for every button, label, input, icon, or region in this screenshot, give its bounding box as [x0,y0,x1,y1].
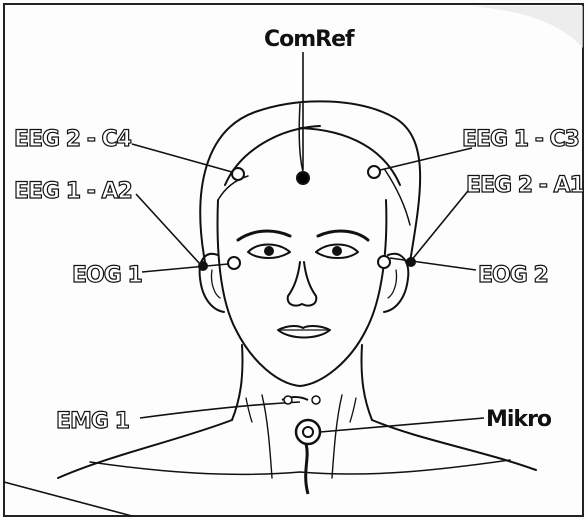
hair-outline [200,101,420,262]
electrode-eeg1-a2 [199,262,207,270]
collarbone-line [90,460,510,474]
label-mikro: Mikro [486,407,552,432]
hair-strand [300,128,400,185]
electrode-eeg1-c3 [368,166,380,178]
mikro-sensor-inner [303,427,313,437]
neck-right [361,345,372,420]
leader-eeg1-a2 [136,194,200,264]
frame-border [4,4,583,516]
neck-tendon [332,395,342,478]
electrode-eog2 [378,256,390,268]
corner-line [4,482,132,516]
neck-left [232,345,243,420]
head-drawing [58,101,536,478]
electrode-eeg2-c4 [232,168,244,180]
hair-part [299,104,305,178]
label-eeg2-a1: EEG 2 - A1 [466,173,584,198]
electrode-comref [297,172,309,184]
electrode-emg1-b [312,396,320,404]
left-pupil [264,246,274,256]
hair-strand [218,176,248,200]
mouth [278,326,330,338]
nose [288,262,317,306]
leader-eeg1-c3 [380,148,472,170]
scan-smudge [470,6,583,48]
label-comref: ComRef [264,27,355,52]
leader-eog2 [390,258,476,270]
leader-emg1 [140,402,300,418]
electrode-eeg2-a1 [407,258,415,266]
left-eyebrow [238,231,290,240]
right-pupil [332,246,342,256]
label-eeg1-a2: EEG 1 - A2 [14,179,132,204]
mikro-cable [306,444,308,494]
electrode-emg1-a [284,396,292,404]
left-ear-inner [211,270,220,298]
neck-tendon [246,398,252,422]
leader-eog1 [142,264,228,272]
neck-tendon [350,398,356,422]
neck-tendon [262,395,272,478]
right-ear-inner [388,270,397,298]
leader-eeg2-c4 [132,144,232,172]
leader-lines [132,52,484,432]
label-emg1: EMG 1 [56,409,129,434]
label-eog2: EOG 2 [478,263,548,288]
label-eog1: EOG 1 [72,263,142,288]
label-eeg2-c4: EEG 2 - C4 [14,127,132,152]
right-eyebrow [318,231,368,240]
label-eeg1-c3: EEG 1 - C3 [462,127,579,152]
electrode-eog1 [228,257,240,269]
